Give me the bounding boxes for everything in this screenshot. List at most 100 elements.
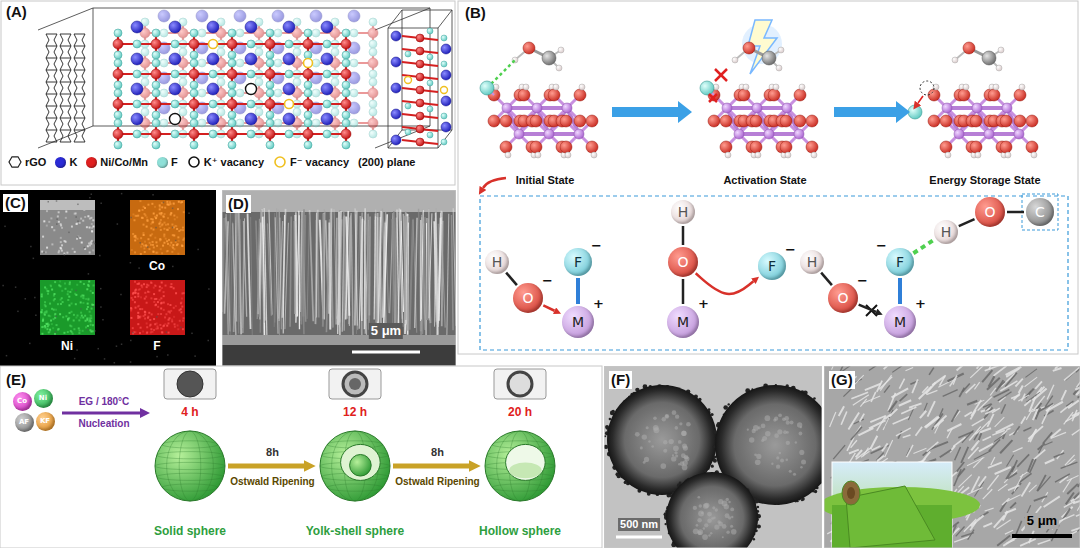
crystal-structure-part-part (265, 129, 275, 139)
eds-map-part (146, 326, 148, 328)
growth-scheme-part (349, 378, 361, 390)
eds-map-part (58, 284, 60, 286)
crystal-structure-part-part (170, 114, 181, 125)
crystal-structure-part-part (179, 108, 187, 116)
crystal-structure-part-part (350, 29, 358, 37)
eds-map-part (66, 252, 68, 254)
surface-model-part-part (743, 84, 749, 90)
surface-model-part-part (715, 69, 727, 81)
crystal-structure-part-part (227, 69, 237, 79)
crystal-structure-part-part (369, 108, 377, 116)
crystal-structure-part-part (227, 99, 237, 109)
crystal-structure-part (427, 106, 433, 112)
tem-image-part (697, 518, 702, 523)
surface-model-part-part (940, 141, 952, 153)
eds-map-part (74, 293, 76, 295)
sem-cross-section-part (413, 219, 417, 333)
eds-map-part (146, 332, 148, 334)
eds-map-part (74, 213, 76, 215)
eds-map-part (35, 314, 37, 316)
growth-scheme-part (0, 366, 602, 548)
crystal-structure-part-part (245, 113, 257, 125)
eds-map-part (167, 322, 169, 324)
surface-model-part-part (1014, 129, 1024, 139)
sem-nanosheets-part (961, 447, 968, 463)
crystal-structure-part-part (303, 99, 313, 109)
sem-cross-section-part (407, 216, 408, 331)
eds-map-part (194, 355, 196, 357)
crystal-structure-part-part (321, 113, 333, 125)
eds-map-part (143, 234, 145, 236)
crystal-structure-part-part (217, 78, 225, 86)
tem-image-part (731, 529, 737, 535)
surface-model-part-part (725, 152, 731, 158)
eds-map-part (46, 328, 48, 330)
eds-map-part (152, 241, 154, 243)
eds-map-part (88, 280, 90, 282)
crystal-structure-part-part (113, 99, 123, 109)
crystal-structure-part-part (310, 10, 322, 22)
eds-map-part (175, 240, 177, 242)
eds-map-part (152, 251, 154, 253)
surface-model-part-part (1014, 115, 1026, 127)
eds-map-part (177, 328, 179, 330)
tem-image-part (776, 456, 779, 459)
crystal-structure-part-part (369, 78, 377, 86)
crystal-structure-part-part (321, 83, 333, 95)
crystal-structure-part (427, 132, 433, 138)
tem-image-part (784, 416, 789, 421)
sem-cross-section-part (290, 216, 291, 326)
sem-cross-section-part (267, 223, 271, 315)
eds-map-part (82, 330, 84, 332)
tem-image-part (800, 466, 802, 468)
sem-cross-section-part (355, 208, 357, 325)
eds-map-part (137, 293, 139, 295)
eds-map-part (53, 309, 55, 311)
sem-nanosheets-part (871, 392, 876, 402)
surface-model-part-part (709, 94, 717, 102)
sem-cross-section-part (398, 221, 401, 337)
sem-nanosheets-part (1076, 511, 1080, 516)
crystal-structure-part-part (228, 59, 236, 67)
eds-map-part (87, 245, 89, 247)
tem-image-part (703, 527, 706, 530)
tem-image-part (635, 432, 640, 437)
eds-map-part (4, 226, 6, 228)
tem-image-part (686, 422, 691, 427)
eds-map-part (93, 284, 95, 286)
crystal-structure-part (441, 113, 447, 119)
surface-model-part-part (940, 115, 952, 127)
sem-nanosheets-part (885, 440, 893, 457)
crystal-structure-part-part (190, 89, 198, 97)
eds-map-part (157, 306, 159, 308)
tem-image-part (707, 512, 712, 517)
surface-model-part-part (972, 103, 982, 113)
eds-map-part (162, 325, 164, 327)
eds-map-part (130, 280, 185, 335)
eds-map-part (172, 244, 174, 246)
surface-model-part-part (523, 84, 529, 90)
eds-map-part (177, 324, 179, 326)
eds-map-part (169, 201, 171, 203)
crystal-structure-part-part (274, 29, 282, 37)
eds-map-part (147, 204, 149, 206)
eds-map-part (67, 331, 69, 333)
sem-cross-section-part (415, 218, 417, 328)
eds-map-part (51, 323, 53, 325)
tem-image-part (814, 490, 817, 493)
eds-map-part (170, 283, 172, 285)
tem-image-part (683, 445, 688, 450)
eds-map-part (160, 289, 162, 291)
eds-map-part (83, 283, 85, 285)
crystal-structure-part (60, 94, 71, 95)
eds-map-part (132, 233, 134, 235)
eds-map-part (69, 291, 71, 293)
eds-map-part (176, 228, 178, 230)
tem-image-part (702, 534, 708, 540)
crystal-structure-part-part (114, 141, 122, 149)
eds-map-part (147, 246, 149, 248)
eds-map-part (161, 331, 163, 333)
sem-nanosheets-part (1020, 539, 1036, 546)
sem-cross-section-part (378, 211, 381, 325)
eds-map-part (6, 355, 8, 357)
